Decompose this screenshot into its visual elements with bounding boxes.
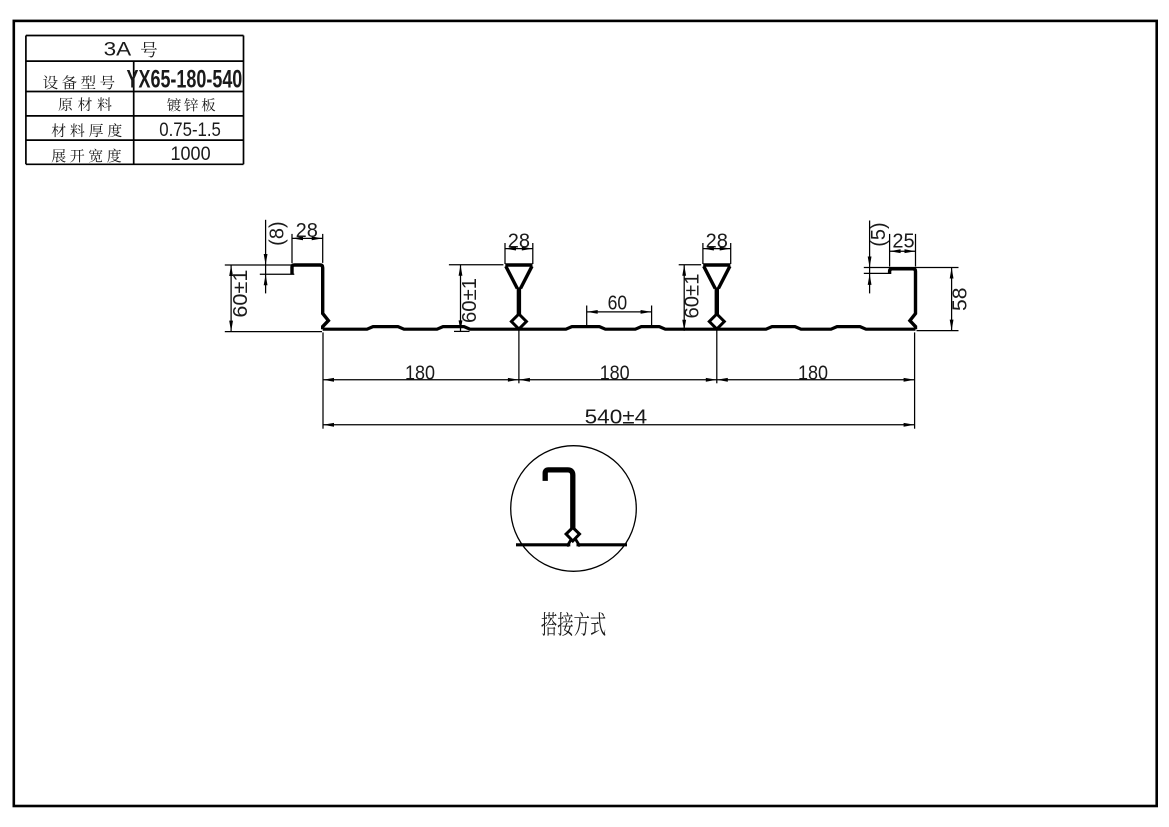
svg-text:540±4: 540±4: [585, 406, 648, 428]
svg-text:180: 180: [405, 362, 435, 384]
svg-text:(8): (8): [267, 221, 289, 245]
svg-text:180: 180: [600, 362, 630, 384]
svg-text:180: 180: [798, 362, 828, 384]
svg-text:60±1: 60±1: [682, 274, 704, 319]
svg-text:3A: 3A: [104, 40, 132, 61]
svg-text:1000: 1000: [171, 144, 211, 165]
svg-text:28: 28: [508, 230, 530, 252]
svg-text:60±1: 60±1: [230, 270, 252, 318]
svg-text:60±1: 60±1: [459, 278, 481, 323]
svg-text:25: 25: [892, 230, 914, 252]
svg-text:YX65-180-540: YX65-180-540: [127, 66, 243, 94]
svg-text:60: 60: [608, 293, 628, 315]
svg-text:58: 58: [950, 288, 972, 312]
svg-text:0.75-1.5: 0.75-1.5: [159, 119, 221, 141]
svg-text:28: 28: [706, 230, 728, 252]
svg-text:28: 28: [296, 220, 318, 242]
svg-text:(5): (5): [868, 222, 890, 246]
